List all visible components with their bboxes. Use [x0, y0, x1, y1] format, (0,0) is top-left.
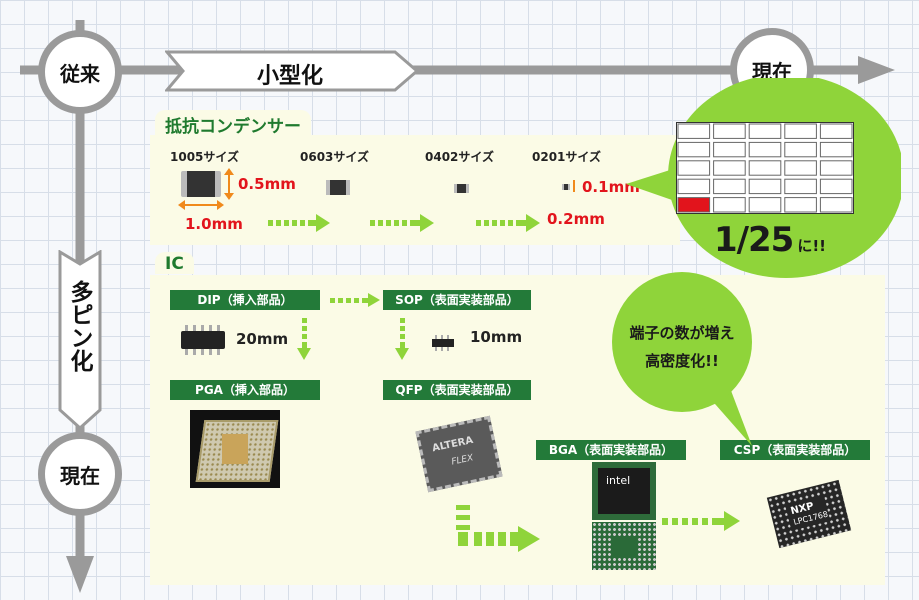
horizontal-banner-text: 小型化 [256, 64, 323, 89]
grid-cell [677, 160, 711, 176]
grid-cell [819, 160, 853, 176]
grid-cell [819, 123, 853, 139]
chip-0201-marker [573, 180, 575, 192]
size-comparison-grid [676, 122, 854, 214]
chip-1005 [181, 171, 221, 197]
dip-size: 20mm [236, 330, 289, 348]
dim-arrow-horizontal [178, 200, 224, 210]
grid-cell [713, 178, 746, 195]
chip-0402 [454, 184, 469, 193]
resistor-panel [150, 135, 680, 245]
resistor-title: 抵抗コンデンサー [155, 110, 311, 137]
dim-1-0mm: 1.0mm [185, 215, 243, 233]
vertical-banner-text: 多ピン化 [66, 280, 92, 372]
grid-cell [784, 141, 817, 158]
grid-cell [748, 160, 782, 176]
chip-0201 [562, 184, 570, 190]
reduction-number: 1/25 [713, 220, 794, 260]
origin-circle: 従来 [38, 30, 122, 114]
grid-cell [784, 197, 817, 213]
size-label-0402: 0402サイズ [425, 150, 495, 164]
grid-cell [819, 178, 853, 195]
grid-cell [819, 141, 853, 158]
bga-chip-bottom-image [592, 522, 656, 570]
grid-cell [819, 197, 853, 213]
density-text-line2: 高密度化!! [645, 352, 719, 370]
dim-0-2mm: 0.2mm [547, 210, 605, 228]
grid-cell [748, 123, 782, 139]
chip-0603 [326, 180, 350, 195]
grid-cell [713, 123, 746, 139]
grid-cell [748, 197, 782, 213]
csp-label: CSP（表面実装部品） [720, 440, 870, 460]
ic-title: IC [155, 252, 194, 274]
grid-cell [677, 123, 711, 139]
dim-0-1mm: 0.1mm [582, 178, 640, 196]
grid-cell [713, 160, 746, 176]
vertical-banner-shape [58, 250, 102, 430]
grid-cell [748, 178, 782, 195]
horizontal-banner-shape [165, 50, 420, 92]
grid-cell [748, 141, 782, 158]
sop-size: 10mm [470, 328, 523, 346]
size-label-1005: 1005サイズ [170, 150, 240, 164]
sop-chip-image [432, 335, 454, 351]
pga-label: PGA（挿入部品） [170, 380, 320, 400]
dip-label: DIP（挿入部品） [170, 290, 320, 310]
reduction-suffix: に!! [797, 237, 827, 255]
qfp-label: QFP（表面実装部品） [383, 380, 531, 400]
grid-cell [784, 123, 817, 139]
dip-chip-image [181, 325, 225, 355]
grid-cell [677, 141, 711, 158]
pga-chip-image [190, 410, 280, 488]
size-label-0603: 0603サイズ [300, 150, 370, 164]
grid-cell [713, 141, 746, 158]
bottom-end-circle: 現在 [38, 432, 122, 516]
grid-cell [784, 178, 817, 195]
grid-cell-highlighted [677, 197, 711, 213]
grid-cell [713, 197, 746, 213]
density-bubble-shape [612, 272, 752, 446]
dim-arrow-vertical [224, 168, 234, 200]
sop-label: SOP（表面実装部品） [383, 290, 531, 310]
dim-0-5mm: 0.5mm [238, 175, 296, 193]
grid-cell [784, 160, 817, 176]
bga-label: BGA（表面実装部品） [536, 440, 686, 460]
density-text-line1: 端子の数が増え [629, 324, 735, 342]
grid-cell [677, 178, 711, 195]
bga-chip-top-image: intel [592, 462, 656, 520]
size-label-0201: 0201サイズ [532, 150, 602, 164]
intel-logo-text: intel [606, 474, 631, 487]
